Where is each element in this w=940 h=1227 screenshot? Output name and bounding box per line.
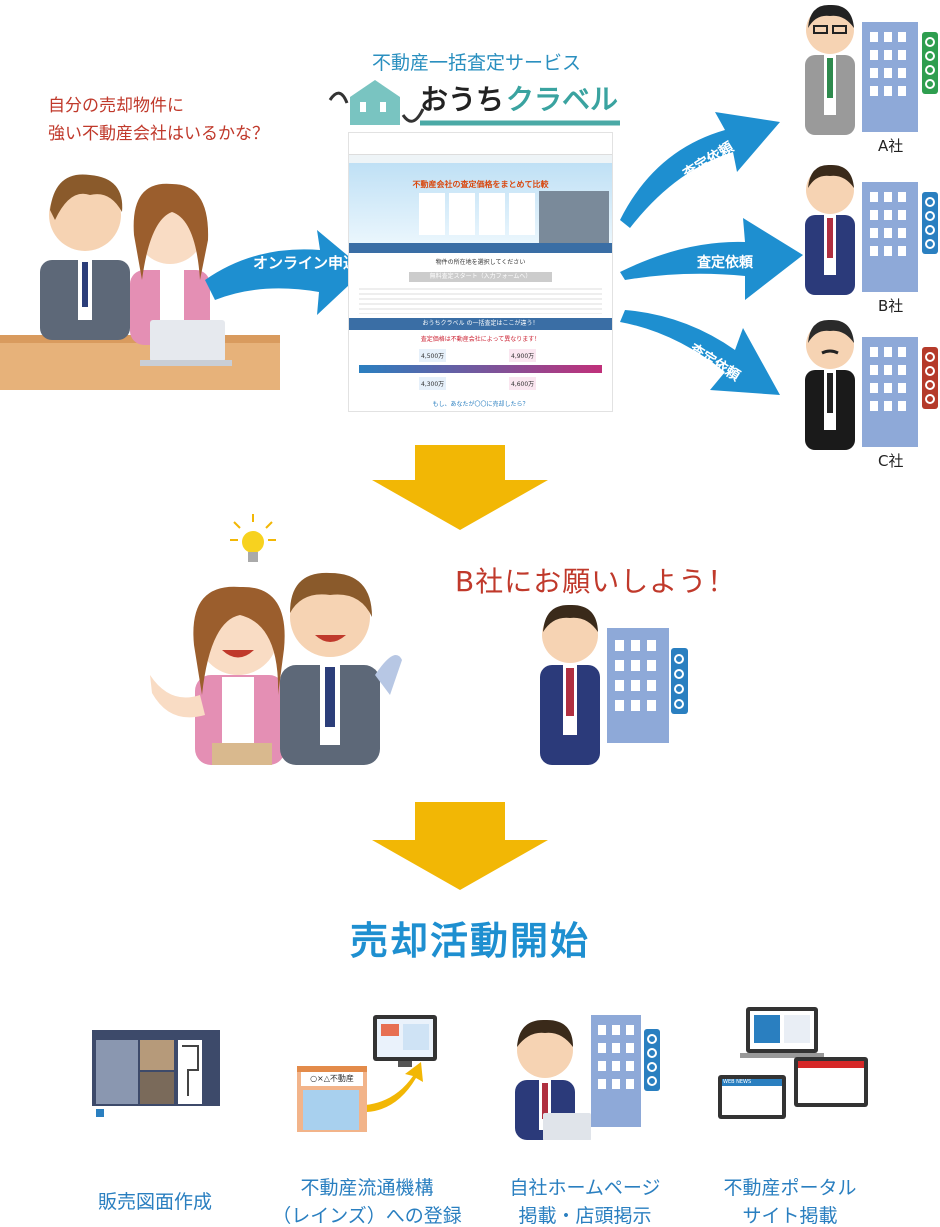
happy-couple [150,565,410,765]
couple-at-table [0,150,290,390]
screenshot-start-button: 無料査定スタート（入力フォームへ） [409,272,552,282]
company-b-agent [535,600,690,765]
label-homepage-line2: 掲載・店頭掲示 [518,1205,652,1227]
sales-start-title: 売却活動開始 [349,919,590,963]
decision-text: B社にお願いしよう！ [455,565,737,598]
label-homepage-line1: 自社ホームページ [509,1177,661,1199]
label-reins: 不動産流通機構 （レインズ）への登録 [262,1174,472,1227]
online-apply-label: オンライン申込 [253,254,359,272]
question-line-1: 自分の売却物件に [48,96,184,116]
label-portal-line2: サイト掲載 [742,1205,838,1227]
screenshot-hero: 不動産会社の査定価格をまとめて比較 [349,163,612,243]
label-portal-line1: 不動産ポータル [723,1177,857,1199]
shop-sign: ○×△不動産 [310,1074,354,1083]
company-a: A社 [800,0,940,155]
company-c-label: C社 [878,452,904,470]
screenshot-section-title: おうちクラベル の一括査定はここが違う！ [349,318,612,330]
screenshot-highlight: 査定価格は不動産会社によって異なります！ [420,336,541,343]
shop-register-illustration [295,1010,445,1135]
request-label-b: 査定依頼 [697,255,753,271]
online-apply-arrow [205,220,365,330]
question-text: 自分の売却物件に 強い不動産会社はいるかな？ [48,92,269,148]
company-a-label: A社 [878,137,904,155]
company-c: C社 [800,315,940,470]
homepage-illustration [505,1005,665,1140]
price-3: 4,300万 [419,377,447,390]
website-screenshot: 不動産会社の査定価格をまとめて比較 物件の所在地を選択してください 無料査定スタ… [348,132,613,412]
down-arrow-2 [370,802,550,890]
price-2: 4,900万 [509,349,537,362]
request-arrows [615,100,805,420]
portal-sites-illustration [718,1005,870,1127]
service-subtitle: 不動産一括査定サービス [372,52,582,74]
price-1: 4,500万 [419,349,447,362]
company-b: B社 [800,160,940,315]
company-b-label: B社 [878,297,904,315]
screenshot-footer-note: もし、あなたが〇〇に売却したら？ [432,401,529,408]
label-floor-plan: 販売図面作成 [75,1188,235,1216]
label-reins-line2: （レインズ）への登録 [272,1205,462,1227]
screenshot-hero-title: 不動産会社の査定価格をまとめて比較 [412,180,549,189]
service-logo [325,75,625,130]
lightbulb-icon [228,512,278,572]
label-homepage: 自社ホームページ 掲載・店頭掲示 [490,1174,680,1227]
label-portal: 不動産ポータル サイト掲載 [705,1174,875,1227]
label-floor-plan-line1: 販売図面作成 [97,1191,212,1213]
floor-plan-illustration [92,1030,220,1120]
web-news-label: WEB NEWS [723,1079,752,1085]
down-arrow-1 [370,445,550,530]
screenshot-select-title: 物件の所在地を選択してください [435,259,526,266]
service-logo-a: おうち [420,83,505,116]
label-reins-line1: 不動産流通機構 [300,1177,434,1199]
service-logo-b: クラベル [506,83,619,116]
question-line-2: 強い不動産会社はいるかな？ [48,124,269,144]
price-4: 4,600万 [509,377,537,390]
